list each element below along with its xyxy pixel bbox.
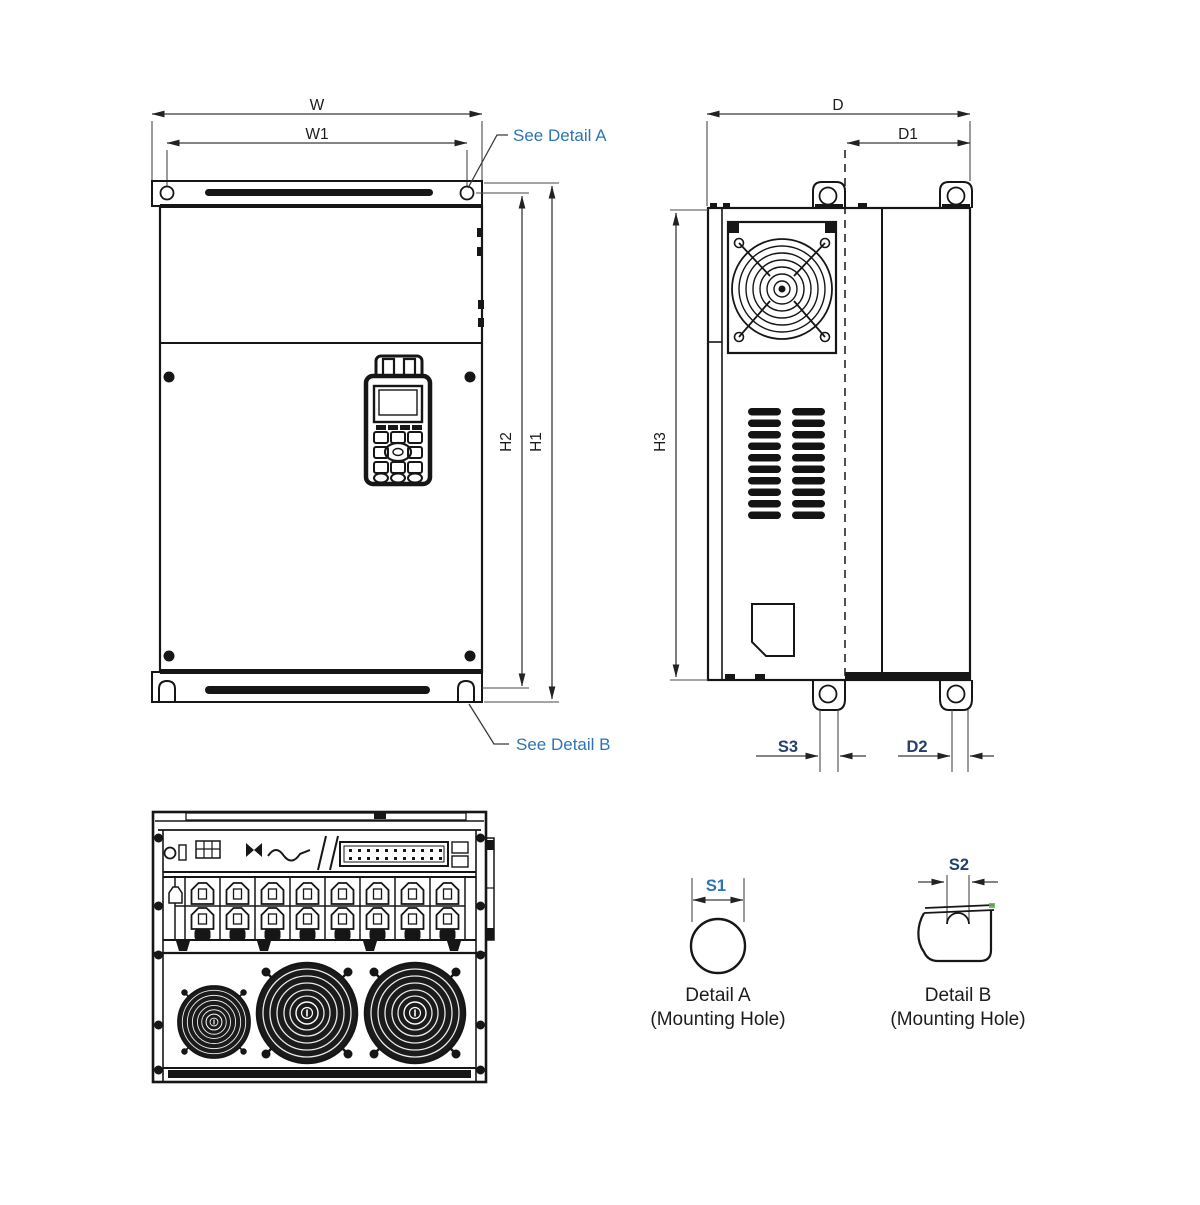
keypad	[363, 354, 433, 487]
bottom-slot	[205, 686, 430, 694]
dim-label-d1: D1	[898, 126, 918, 143]
keyhole-slot-right	[457, 679, 475, 702]
top-tab-right	[939, 181, 973, 208]
fan-left	[177, 985, 251, 1059]
fan-center	[255, 961, 359, 1065]
screw	[163, 371, 175, 383]
dim-label-s1: S1	[706, 877, 726, 895]
mounting-hole-circle	[689, 917, 747, 975]
dim-label-s2: S2	[949, 856, 969, 874]
top-tab-left	[812, 181, 846, 208]
detail-a: S1 Detail A (Mounting Hole)	[650, 877, 785, 1030]
screw	[163, 650, 175, 662]
keypad-display	[372, 384, 424, 424]
detail-b-title: Detail B	[925, 985, 992, 1006]
detail-b-subtitle: (Mounting Hole)	[890, 1009, 1025, 1030]
bottom-tab-left	[812, 680, 846, 711]
front-body	[158, 204, 484, 674]
mounting-hole-top-right	[459, 185, 475, 201]
detail-b: S2 Detail B (Mounting Hole)	[890, 856, 1025, 1030]
callout-see-detail-a: See Detail A	[513, 126, 607, 145]
front-view: W W1	[151, 97, 611, 754]
dim-label-w1: W1	[305, 126, 328, 143]
keyhole-slot-left	[158, 679, 176, 702]
mounting-hole-top-left	[159, 185, 175, 201]
fan-right	[363, 961, 467, 1065]
top-slot	[205, 189, 433, 196]
power-terminals	[163, 876, 476, 951]
dim-label-d: D	[832, 97, 843, 114]
dim-label-h2: H2	[498, 432, 515, 452]
vent-slots	[748, 408, 825, 519]
dim-label-h3: H3	[652, 432, 669, 452]
dim-label-w: W	[310, 97, 325, 114]
control-board-area	[163, 835, 476, 873]
screw	[464, 371, 476, 383]
mounting-slot-tab	[917, 910, 993, 963]
screw	[464, 650, 476, 662]
side-view: D D1	[652, 97, 994, 772]
detail-a-subtitle: (Mounting Hole)	[650, 1009, 785, 1030]
bottom-fans	[153, 951, 486, 1078]
dim-label-h1: H1	[528, 432, 545, 452]
side-fan	[726, 220, 838, 355]
mounting-slot-arc	[946, 912, 970, 925]
side-cutout	[751, 603, 795, 657]
terminal-strip	[339, 841, 449, 867]
bottom-view	[151, 810, 495, 1084]
callout-see-detail-b: See Detail B	[516, 735, 611, 754]
side-body	[706, 206, 972, 682]
dim-label-d2: D2	[906, 738, 927, 756]
detail-a-title: Detail A	[685, 985, 751, 1006]
dim-label-s3: S3	[778, 738, 798, 756]
bottom-tab-right	[939, 680, 973, 711]
